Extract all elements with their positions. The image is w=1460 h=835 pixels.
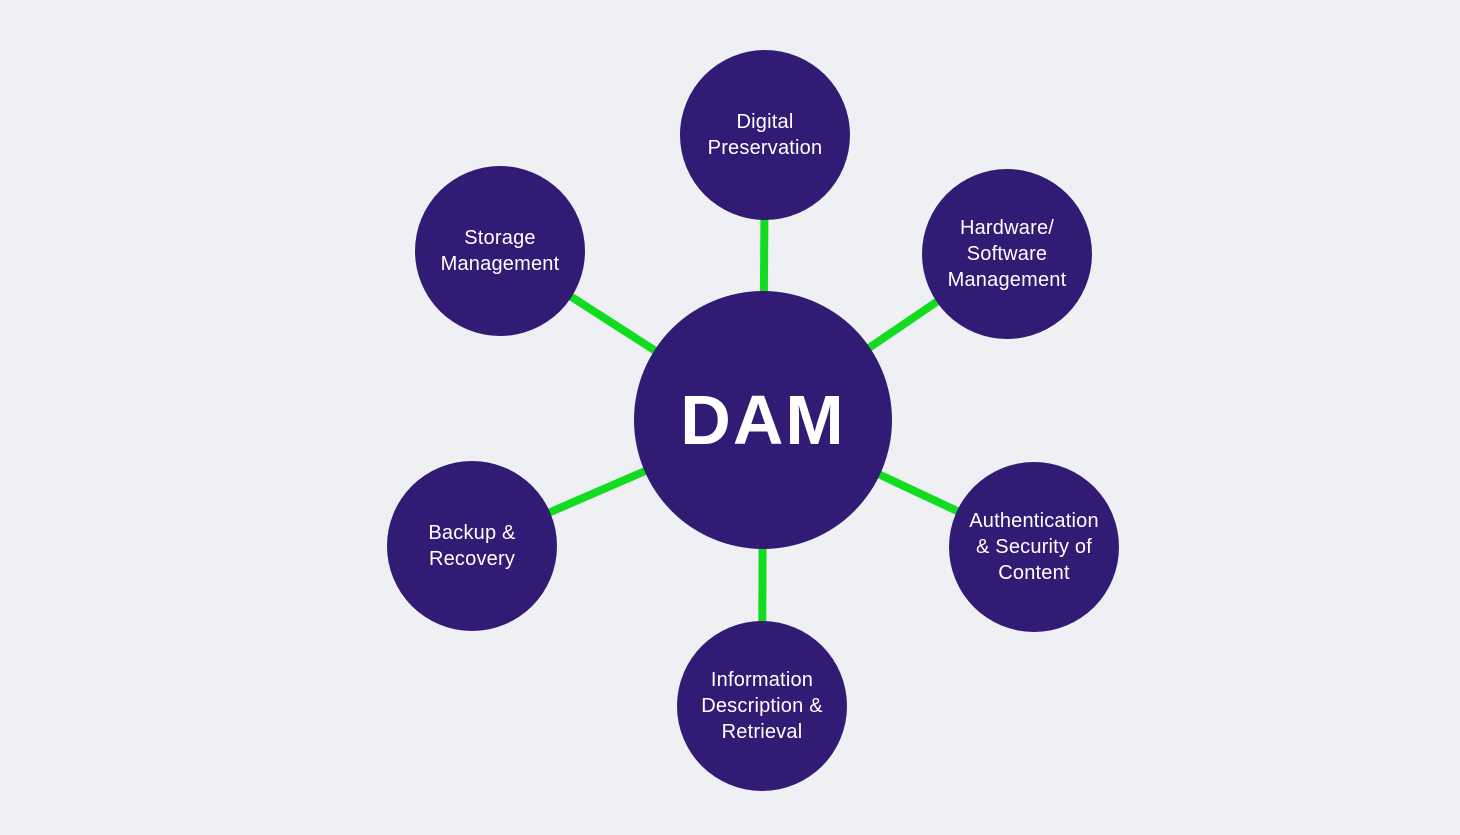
node-digital-preservation: Digital Preservation — [680, 50, 850, 220]
node-backup-recovery-label: Backup & Recovery — [428, 522, 516, 570]
node-information-description-retrieval: Information Description & Retrieval — [677, 621, 847, 791]
node-storage-management-label: Storage Management — [440, 227, 560, 275]
node-backup-recovery: Backup & Recovery — [387, 461, 557, 631]
node-dam-label: DAM — [680, 381, 846, 459]
node-authentication-security-content: Authentication & Security of Content — [949, 462, 1119, 632]
node-storage-management: Storage Management — [415, 166, 585, 336]
node-information-description-retrieval-label: Information Description & Retrieval — [701, 669, 823, 743]
node-hardware-software-management: Hardware/ Software Management — [922, 169, 1092, 339]
node-dam-hub: DAM — [634, 291, 892, 549]
node-authentication-security-content-label: Authentication & Security of Content — [969, 510, 1099, 584]
node-digital-preservation-label: Digital Preservation — [707, 111, 823, 159]
node-hardware-software-management-label: Hardware/ Software Management — [947, 217, 1067, 291]
